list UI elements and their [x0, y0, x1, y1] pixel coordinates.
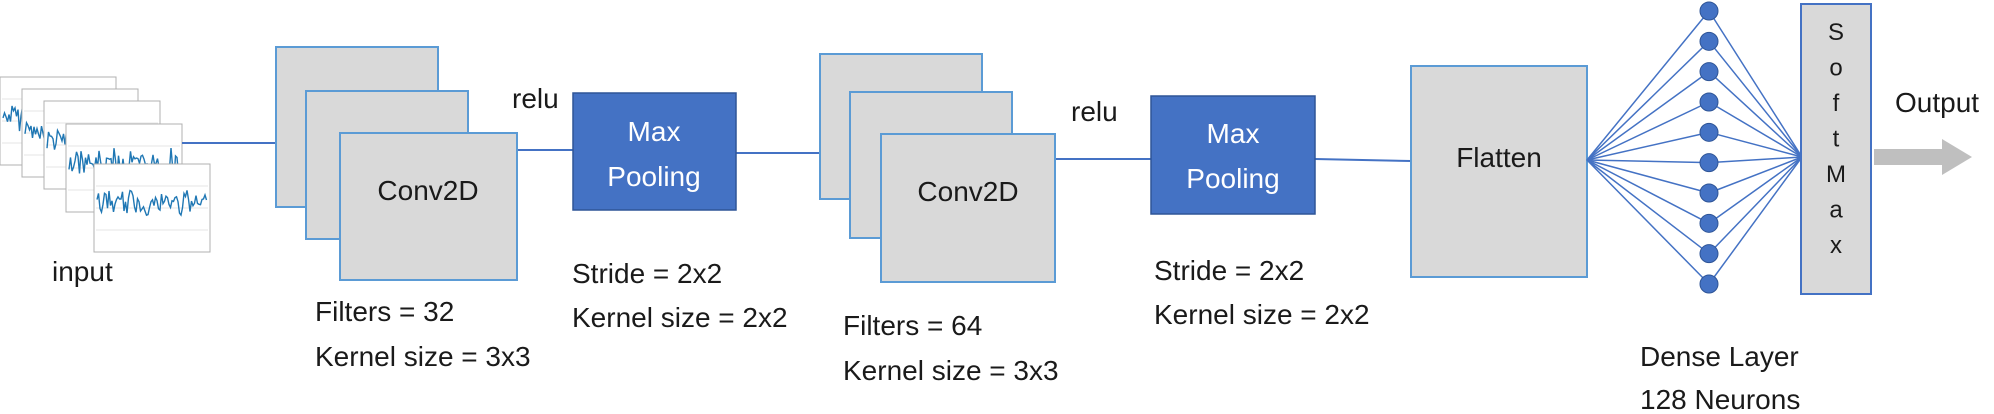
pool2-box	[1150, 95, 1316, 215]
dense-neuron	[1699, 244, 1719, 264]
softmax-letter: o	[1829, 55, 1842, 82]
dense-neuron	[1699, 31, 1719, 51]
dense-out-connection	[1708, 101, 1803, 158]
input-label: input	[52, 256, 113, 287]
dense-in-connection	[1586, 40, 1710, 161]
conv2-layer-front	[880, 133, 1056, 283]
conv2-filters: Filters = 64	[843, 310, 982, 341]
dense-layer	[1586, 1, 1803, 294]
conv2-block	[819, 53, 1056, 283]
conv1-label: Conv2D	[377, 175, 478, 206]
softmax-letter: f	[1833, 90, 1840, 117]
dense-out-connection	[1708, 10, 1803, 158]
conv2-label: Conv2D	[917, 176, 1018, 207]
dense-in-connection	[1586, 101, 1710, 161]
pool2-label-line2: Pooling	[1186, 163, 1279, 194]
connector-lines	[182, 142, 1412, 162]
input-signal-stack	[0, 76, 211, 253]
conv2-kernel: Kernel size = 3x3	[843, 355, 1059, 386]
dense-neuron	[1699, 213, 1719, 233]
dense-in-connection	[1586, 159, 1710, 255]
flatten-label: Flatten	[1456, 142, 1542, 173]
dense-neuron	[1699, 122, 1719, 142]
relu2-label: relu	[1071, 96, 1118, 127]
input-signal-frame	[93, 163, 211, 253]
dense-neuron	[1699, 153, 1719, 173]
dense-connections	[1586, 10, 1803, 285]
pool2-kernel: Kernel size = 2x2	[1154, 299, 1370, 330]
dense-out-connection	[1708, 40, 1803, 158]
dense-out-connection	[1708, 156, 1803, 285]
dense-out-connection	[1708, 71, 1803, 158]
softmax-letter: S	[1828, 19, 1844, 46]
dense-in-connection	[1586, 159, 1710, 224]
conv1-kernel: Kernel size = 3x3	[315, 341, 531, 372]
dense-label-line2: 128 Neurons	[1640, 384, 1800, 414]
dense-out-connection	[1708, 131, 1803, 158]
dense-neuron	[1699, 274, 1719, 294]
output-arrow	[1874, 139, 1972, 175]
input-signal-trace	[96, 189, 208, 217]
pool1-label-line1: Max	[628, 116, 681, 147]
softmax-letter: t	[1833, 126, 1840, 153]
pool2-stride: Stride = 2x2	[1154, 255, 1304, 286]
softmax-letter: x	[1830, 232, 1842, 259]
softmax-box	[1800, 3, 1872, 295]
dense-in-connection	[1586, 71, 1710, 161]
pool1-kernel: Kernel size = 2x2	[572, 302, 788, 333]
dense-in-connection	[1586, 159, 1710, 194]
softmax-letter: a	[1829, 197, 1843, 224]
dense-in-connection	[1586, 10, 1710, 161]
dense-out-connection	[1708, 156, 1803, 255]
dense-neuron	[1699, 62, 1719, 82]
dense-neuron	[1699, 92, 1719, 112]
dense-in-connection	[1586, 131, 1710, 161]
output-label: Output	[1895, 87, 1979, 118]
dense-out-connection	[1708, 156, 1803, 224]
dense-in-connection	[1586, 159, 1710, 285]
dense-neuron	[1699, 183, 1719, 203]
dense-out-connection	[1708, 156, 1803, 164]
dense-out-connection	[1708, 156, 1803, 194]
pool1-label-line2: Pooling	[607, 161, 700, 192]
dense-neuron	[1699, 1, 1719, 21]
flatten-box	[1410, 65, 1588, 278]
relu1-label: relu	[512, 83, 559, 114]
pool1-box	[572, 92, 737, 211]
conv1-filters: Filters = 32	[315, 296, 454, 327]
pool1-stride: Stride = 2x2	[572, 258, 722, 289]
conv1-block	[275, 46, 518, 281]
pool2-label-line1: Max	[1207, 118, 1260, 149]
conv1-layer-front	[339, 132, 518, 281]
softmax-letter: M	[1826, 161, 1846, 188]
connector-pool2-flatten	[1314, 158, 1412, 162]
dense-label-line1: Dense Layer	[1640, 341, 1799, 372]
dense-in-connection	[1586, 159, 1710, 164]
